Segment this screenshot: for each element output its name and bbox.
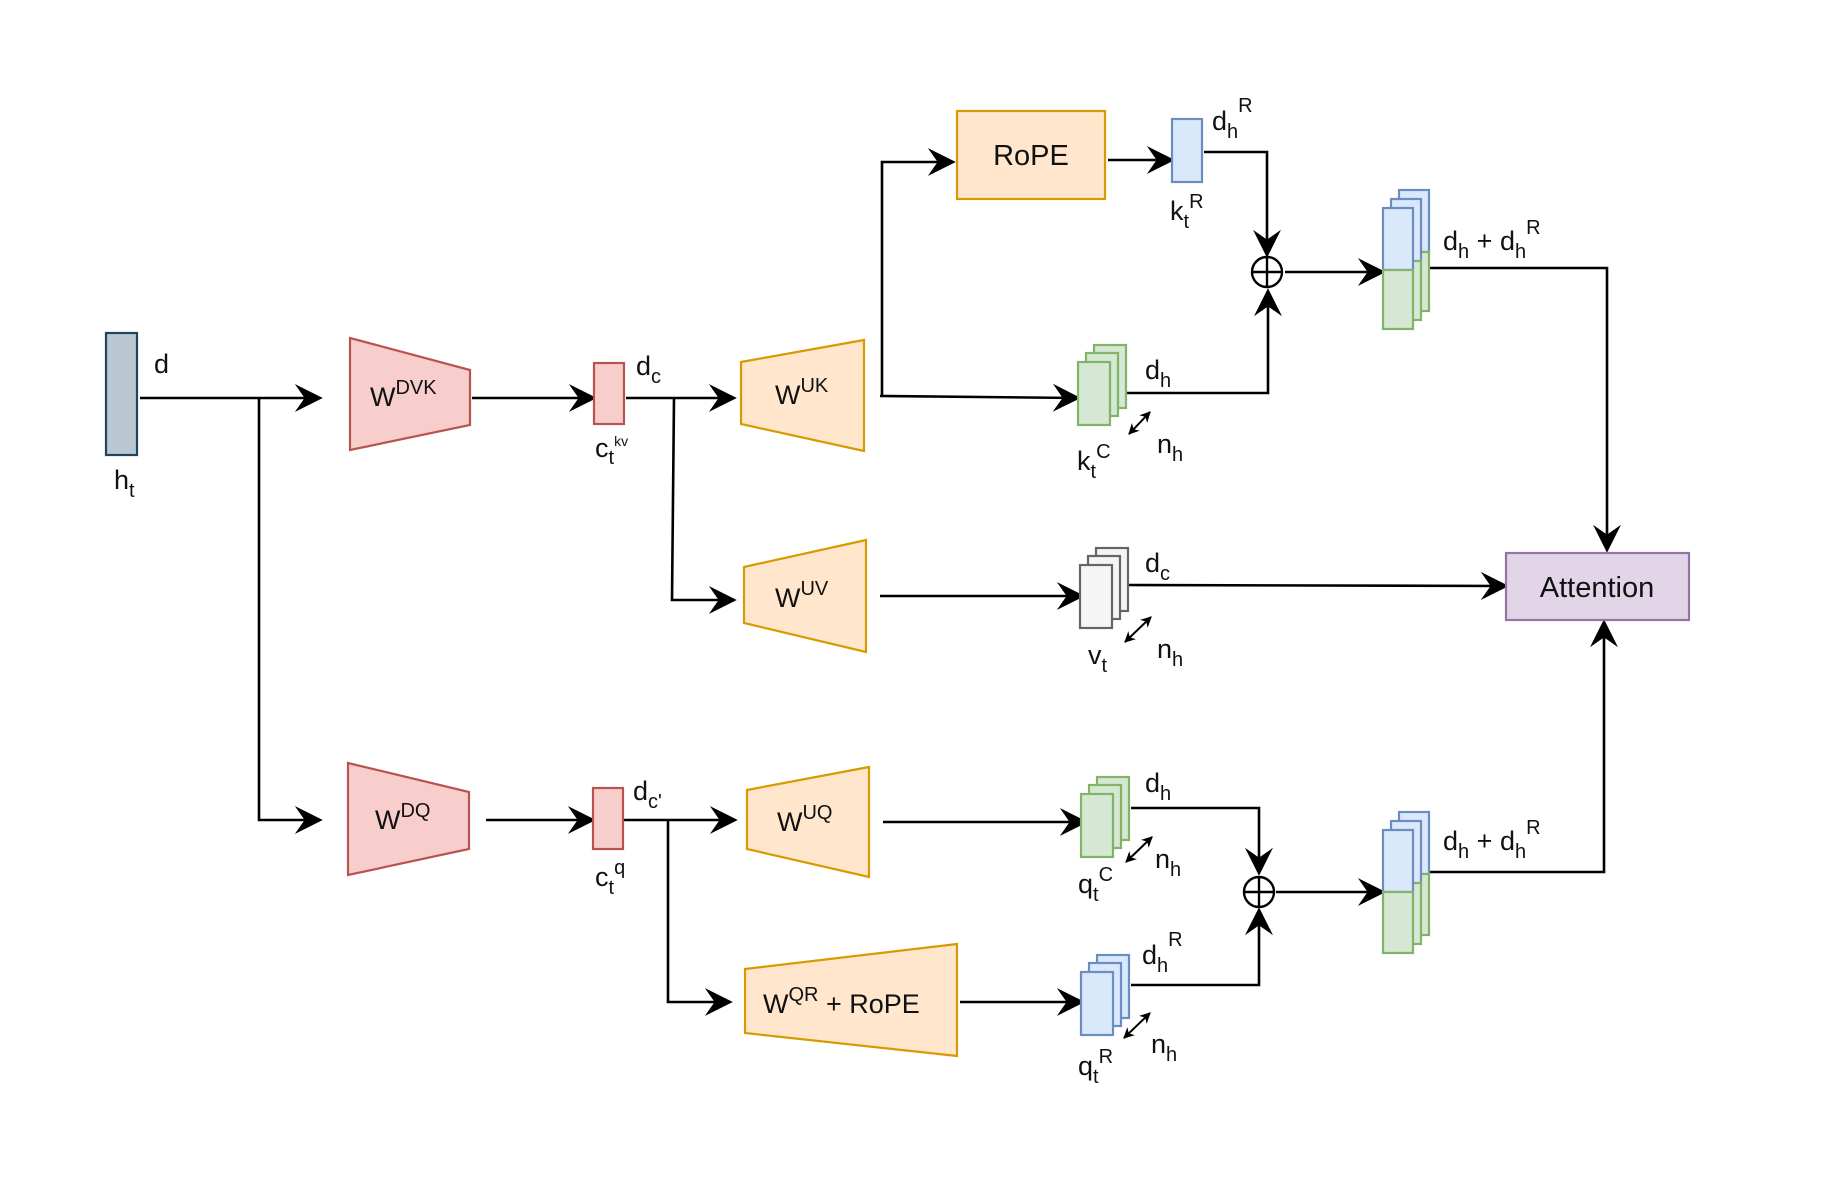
edge-qrope-to-plus (1131, 907, 1273, 987)
input-vector-ht (104, 331, 139, 457)
v-label: vt (1088, 640, 1108, 677)
wuk-label: WUK (775, 375, 829, 410)
qc-label: qtC (1078, 864, 1113, 906)
qrope-dim-label: dhR (1142, 929, 1183, 977)
concat-op-k (1250, 255, 1284, 289)
wuk-projection (739, 338, 866, 453)
q-concat-stack (1381, 810, 1431, 955)
attention-label: Attention (1540, 572, 1654, 604)
krope-vector (1170, 117, 1204, 184)
heads-arrow-qc (1125, 836, 1153, 863)
qrope-label: qtR (1078, 1046, 1113, 1088)
attention-box (1504, 551, 1691, 622)
wuv-projection (742, 538, 868, 654)
qc-head-stack (1079, 775, 1131, 859)
input-label: ht (114, 465, 135, 502)
edge-wuk-to-kc (879, 383, 1081, 412)
cq-label: ctq (595, 857, 625, 899)
kc-heads-label: nh (1157, 429, 1183, 466)
edge-input-to-wdq (257, 398, 323, 834)
rope-label: RoPE (993, 140, 1069, 172)
wqr-rope-projection (743, 942, 959, 1058)
v-head-stack (1078, 546, 1130, 630)
kconcat-dim-label: dh + dhR (1443, 217, 1541, 263)
qc-dim-label: dh (1145, 768, 1171, 805)
edge-qc-to-plus (1131, 806, 1273, 876)
wuv-label: WUV (775, 578, 829, 613)
edge-ckv-to-wuv (670, 397, 737, 614)
edge-kc-to-plus (1127, 288, 1282, 395)
cq-dim-label: dc' (633, 776, 662, 813)
wdq-projection (346, 761, 471, 877)
v-dim-label: dc (1145, 548, 1170, 585)
krope-dim-label: dhR (1212, 95, 1253, 143)
connections (140, 146, 1621, 1039)
kc-dim-label: dh (1145, 355, 1171, 392)
edge-cq-to-wqr (666, 820, 733, 1016)
qconcat-dim-label: dh + dhR (1443, 817, 1541, 863)
qc-heads-label: nh (1155, 844, 1181, 881)
ckv-dim-label: dc (636, 351, 661, 388)
wqr-label: WQR + RoPE (763, 984, 920, 1019)
concat-op-q (1242, 875, 1276, 909)
k-concat-stack (1381, 188, 1431, 331)
krope-label: ktR (1170, 191, 1204, 233)
edge-kconcat-to-attention (1430, 266, 1621, 553)
edge-v-to-attention (1126, 571, 1509, 600)
heads-arrow-kc (1128, 411, 1151, 435)
wdq-label: WDQ (375, 800, 430, 835)
wdvk-label: WDVK (370, 377, 437, 412)
wuq-projection (745, 765, 871, 879)
latent-ckv (592, 361, 626, 426)
kc-label: ktC (1077, 441, 1111, 483)
v-heads-label: nh (1157, 634, 1183, 671)
qrope-head-stack (1079, 953, 1131, 1037)
edge-qconcat-to-attention (1430, 619, 1618, 874)
kc-head-stack (1076, 343, 1128, 427)
edge-krope-to-plus (1204, 150, 1281, 258)
rope-box (955, 109, 1107, 201)
edge-wuk-to-rope (880, 148, 956, 396)
heads-arrow-v (1124, 616, 1152, 643)
ckv-label: ctkv (595, 433, 628, 469)
wuq-label: WUQ (777, 802, 832, 837)
heads-arrow-qrope (1123, 1012, 1151, 1039)
input-dim-label: d (154, 349, 169, 379)
latent-cq (591, 786, 625, 851)
wdvk-projection (348, 336, 472, 452)
qrope-heads-label: nh (1151, 1029, 1177, 1066)
